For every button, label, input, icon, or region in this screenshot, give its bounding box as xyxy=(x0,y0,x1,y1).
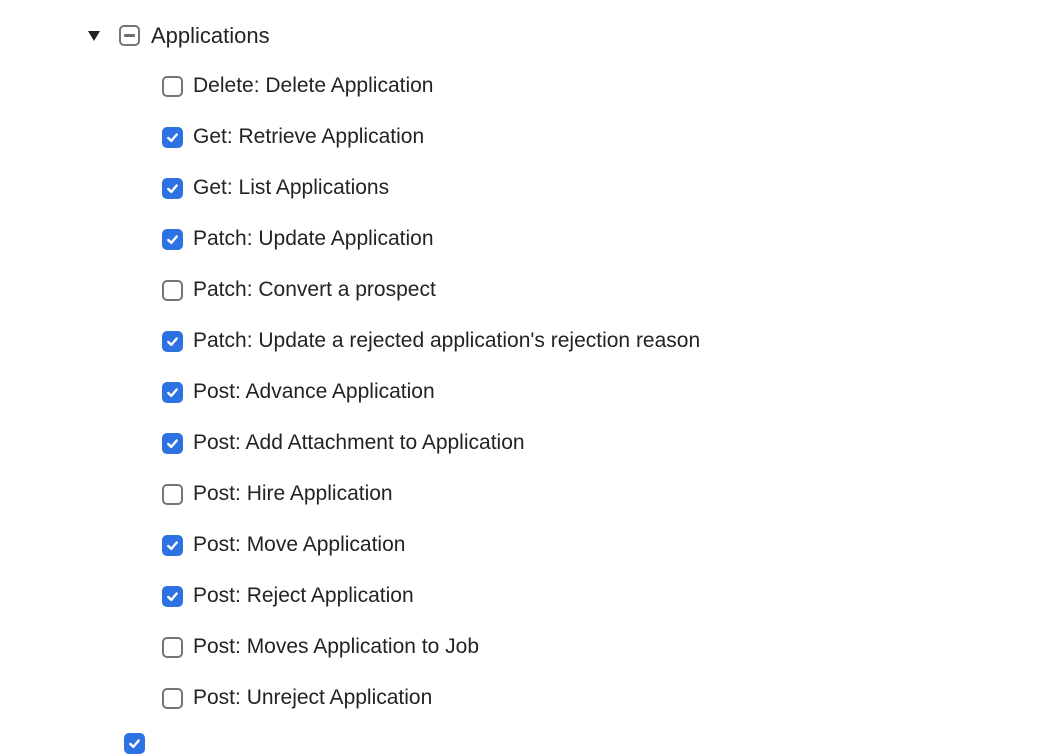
permission-row[interactable]: Delete: Delete Application xyxy=(0,61,1048,112)
checkmark-icon xyxy=(167,235,178,245)
permission-checkbox[interactable] xyxy=(162,331,183,352)
permission-label[interactable]: Patch: Update Application xyxy=(193,227,434,251)
checkmark-icon xyxy=(167,133,178,143)
permission-label[interactable]: Get: List Applications xyxy=(193,176,390,200)
group-label[interactable]: Applications xyxy=(151,22,270,48)
permission-label[interactable]: Patch: Convert a prospect xyxy=(193,278,436,302)
permission-row[interactable]: Post: Advance Application xyxy=(0,367,1048,418)
checkmark-icon xyxy=(167,184,178,194)
permission-row[interactable]: Patch: Update a rejected application's r… xyxy=(0,316,1048,367)
permission-row[interactable]: Get: List Applications xyxy=(0,163,1048,214)
permission-checkbox[interactable] xyxy=(162,382,183,403)
indeterminate-dash-icon xyxy=(124,34,135,37)
checkmark-icon xyxy=(167,541,178,551)
checkmark-icon xyxy=(167,337,178,347)
permission-row[interactable]: Post: Move Application xyxy=(0,520,1048,571)
permission-row[interactable]: Patch: Update Application xyxy=(0,214,1048,265)
permission-label[interactable]: Post: Hire Application xyxy=(193,482,393,506)
permission-checkbox[interactable] xyxy=(162,637,183,658)
permission-checkbox[interactable] xyxy=(162,586,183,607)
collapse-caret-icon[interactable] xyxy=(88,30,100,41)
permission-row[interactable]: Post: Moves Application to Job xyxy=(0,622,1048,673)
permission-row[interactable]: Post: Unreject Application xyxy=(0,673,1048,724)
permission-checkbox[interactable] xyxy=(162,433,183,454)
tree-group-row: Applications xyxy=(0,10,1048,61)
permission-label[interactable]: Get: Retrieve Application xyxy=(193,125,425,149)
permission-checkbox[interactable] xyxy=(162,688,183,709)
permission-label[interactable]: Post: Unreject Application xyxy=(193,686,433,710)
group-checkbox[interactable] xyxy=(119,25,140,46)
permission-label[interactable]: Delete: Delete Application xyxy=(193,74,434,98)
permission-row[interactable]: Get: Retrieve Application xyxy=(0,112,1048,163)
permission-checkbox[interactable] xyxy=(162,229,183,250)
checkmark-icon xyxy=(167,439,178,449)
checkmark-icon xyxy=(167,388,178,398)
permission-checkbox[interactable] xyxy=(162,127,183,148)
permission-checkbox[interactable] xyxy=(162,178,183,199)
checkmark-icon xyxy=(129,739,140,749)
permission-checkbox[interactable] xyxy=(162,535,183,556)
permission-label[interactable]: Post: Advance Application xyxy=(193,380,435,404)
permission-row[interactable]: Post: Hire Application xyxy=(0,469,1048,520)
permission-checkbox[interactable] xyxy=(162,484,183,505)
permission-label[interactable]: Post: Move Application xyxy=(193,533,406,557)
permission-label[interactable]: Post: Reject Application xyxy=(193,584,414,608)
permission-row[interactable]: Post: Add Attachment to Application xyxy=(0,418,1048,469)
permission-row[interactable]: Post: Reject Application xyxy=(0,571,1048,622)
checkmark-icon xyxy=(167,592,178,602)
permission-list: Delete: Delete Application Get: Retrieve… xyxy=(0,61,1048,724)
permission-row[interactable]: Patch: Convert a prospect xyxy=(0,265,1048,316)
permission-label[interactable]: Post: Moves Application to Job xyxy=(193,635,479,659)
permission-checkbox[interactable] xyxy=(162,76,183,97)
permission-label[interactable]: Patch: Update a rejected application's r… xyxy=(193,329,701,353)
next-group-checkbox[interactable] xyxy=(124,733,145,754)
permission-label[interactable]: Post: Add Attachment to Application xyxy=(193,431,525,455)
next-group-row xyxy=(124,733,1048,756)
permission-checkbox[interactable] xyxy=(162,280,183,301)
permissions-tree: Applications Delete: Delete Application … xyxy=(0,10,1048,754)
